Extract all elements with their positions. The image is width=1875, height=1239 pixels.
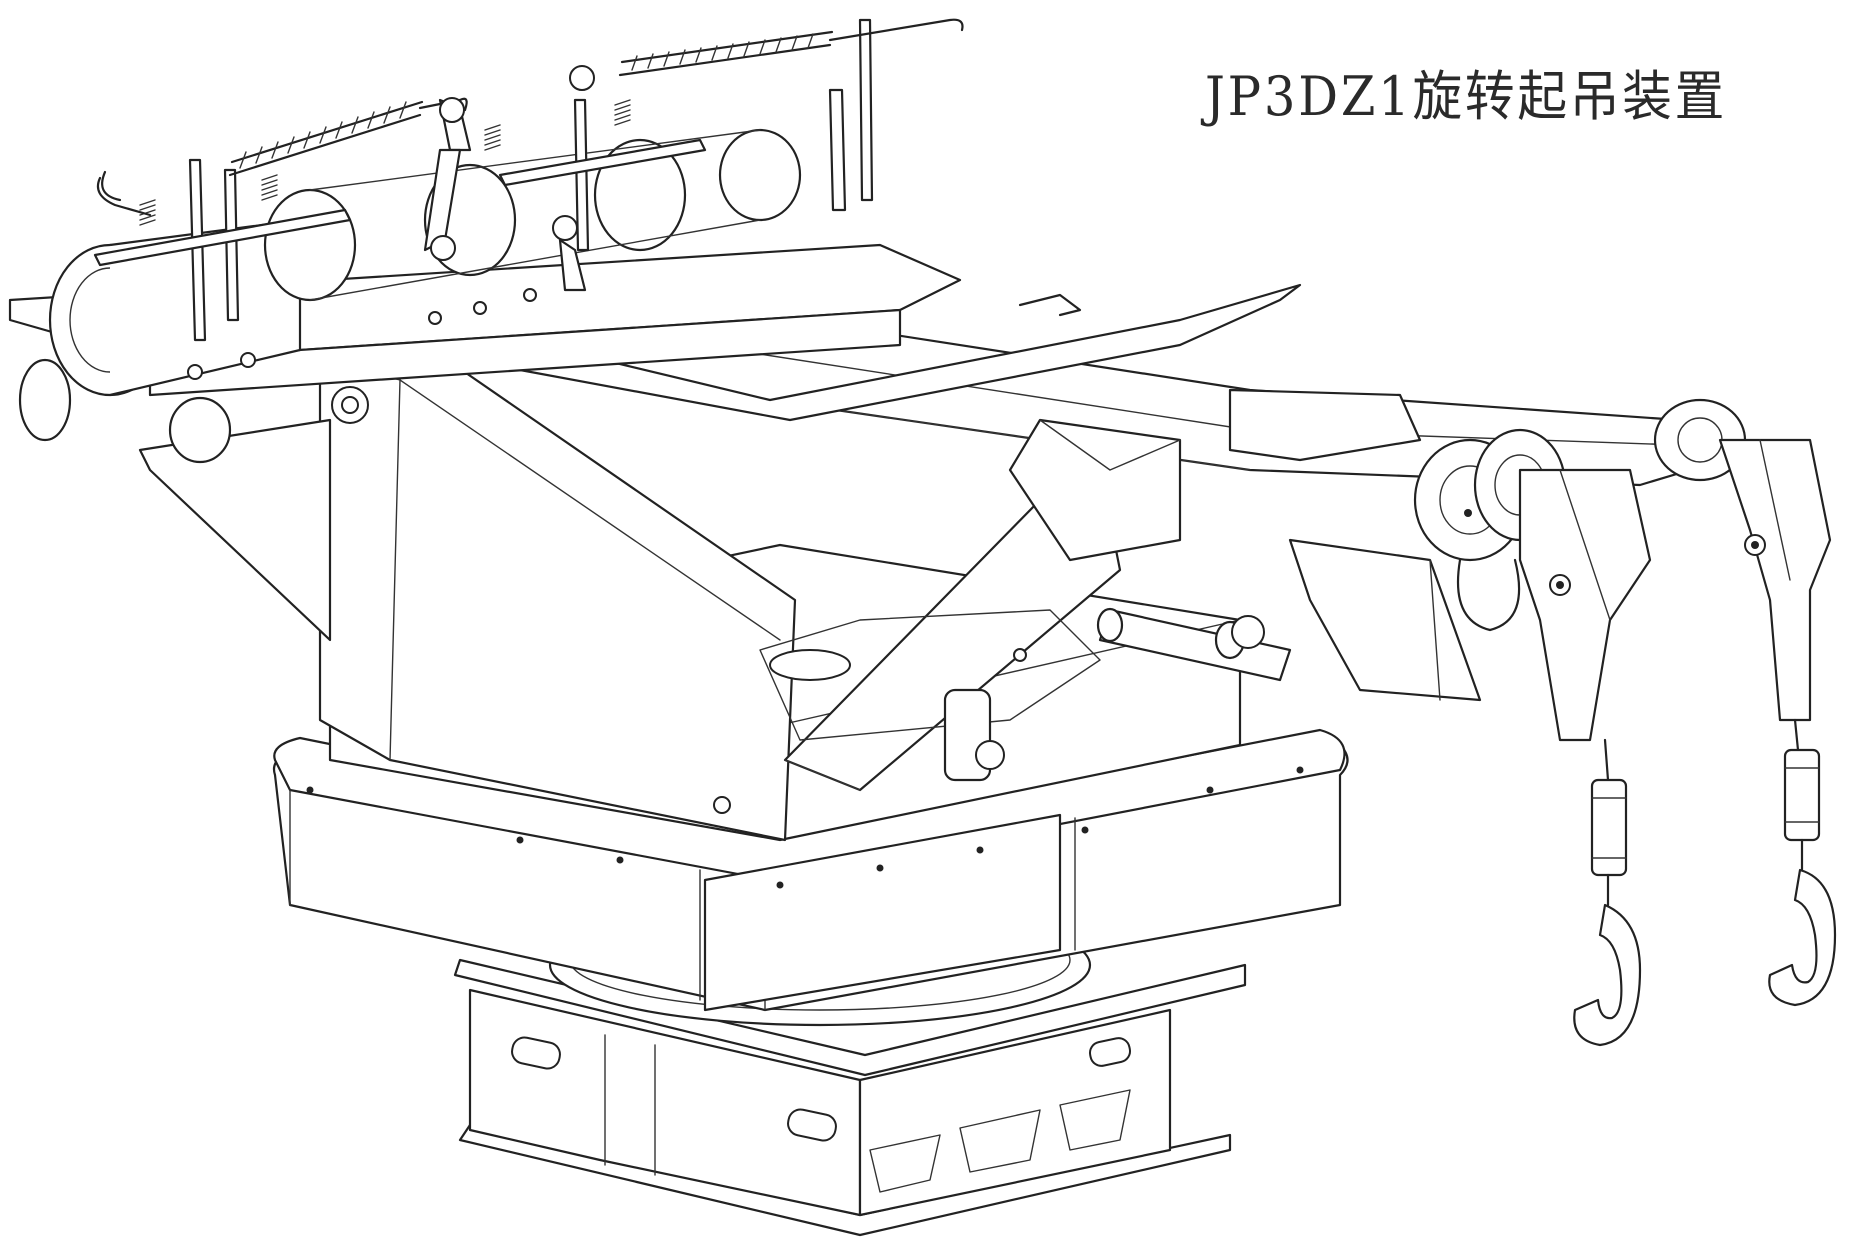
- drawing-title: JP3DZ1旋转起吊装置: [1205, 65, 1728, 128]
- hoist-trolleys: [1413, 398, 1837, 1047]
- support-frame: [138, 353, 1242, 842]
- spring-rigging: [93, 18, 1082, 342]
- rotating-platform: [272, 728, 1349, 1012]
